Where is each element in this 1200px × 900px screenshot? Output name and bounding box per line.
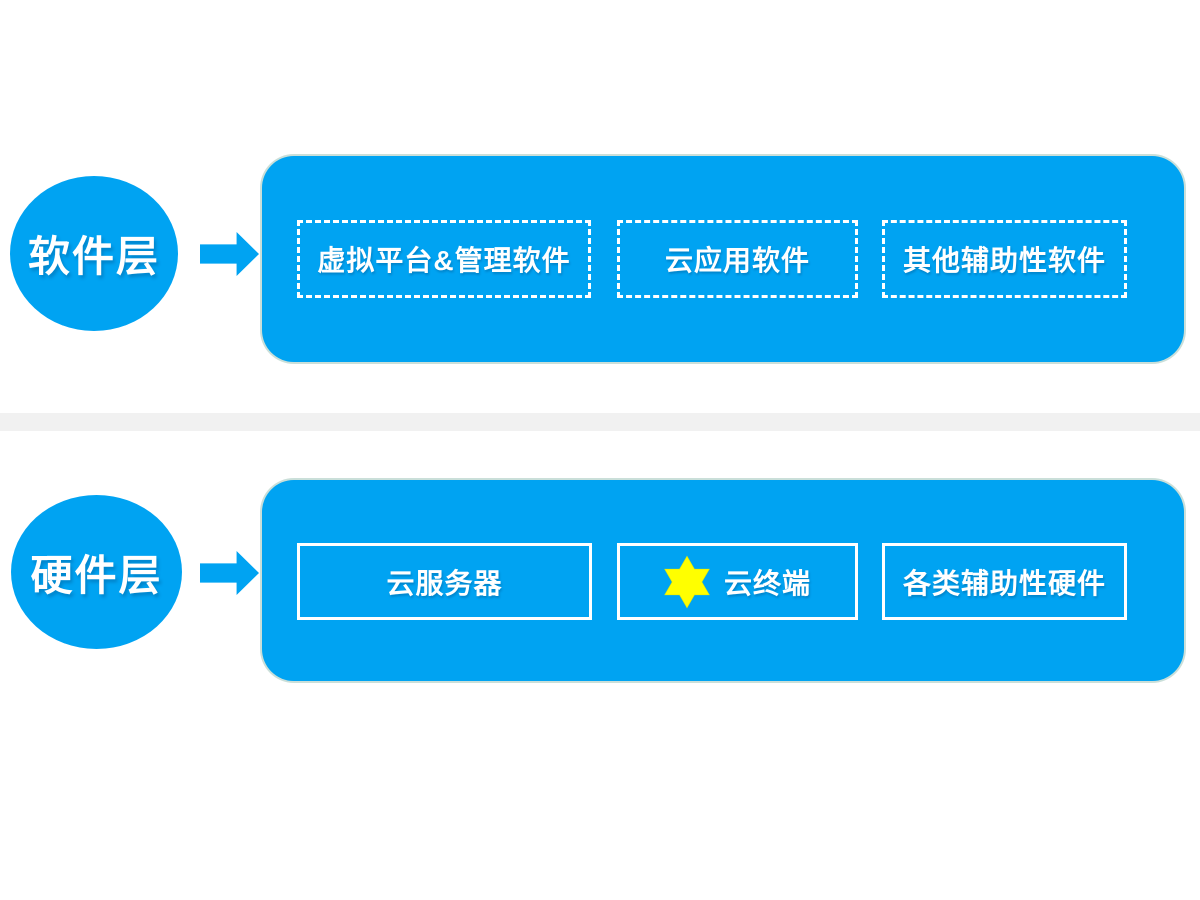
box-other-auxiliary-software: 其他辅助性软件 (882, 220, 1127, 298)
box-label: 其他辅助性软件 (902, 245, 1106, 276)
software-layer-label: 软件层 (27, 233, 160, 280)
box-cloud-terminal: 云终端 (617, 543, 858, 620)
software-panel: 虚拟平台&管理软件 云应用软件 其他辅助性软件 (262, 156, 1184, 362)
box-label: 云应用软件 (664, 245, 810, 276)
software-layer-circle: 软件层 (10, 176, 178, 331)
box-label: 虚拟平台&管理软件 (317, 245, 571, 276)
divider-band (0, 413, 1200, 431)
box-cloud-application-software: 云应用软件 (617, 220, 858, 298)
box-virtual-platform-management-software: 虚拟平台&管理软件 (297, 220, 591, 298)
box-auxiliary-hardware: 各类辅助性硬件 (882, 543, 1127, 620)
box-label: 云服务器 (386, 567, 503, 599)
box-cloud-server: 云服务器 (297, 543, 592, 620)
six-pointed-star-icon (664, 555, 710, 608)
right-arrow-icon (200, 232, 259, 276)
hardware-layer-circle: 硬件层 (11, 495, 182, 649)
hardware-layer-label: 硬件层 (30, 551, 163, 599)
right-arrow-icon (200, 551, 259, 595)
box-label: 各类辅助性硬件 (902, 567, 1106, 599)
hardware-panel: 云服务器 云终端 各类辅助性硬件 (262, 480, 1184, 681)
box-label: 云终端 (723, 567, 811, 599)
